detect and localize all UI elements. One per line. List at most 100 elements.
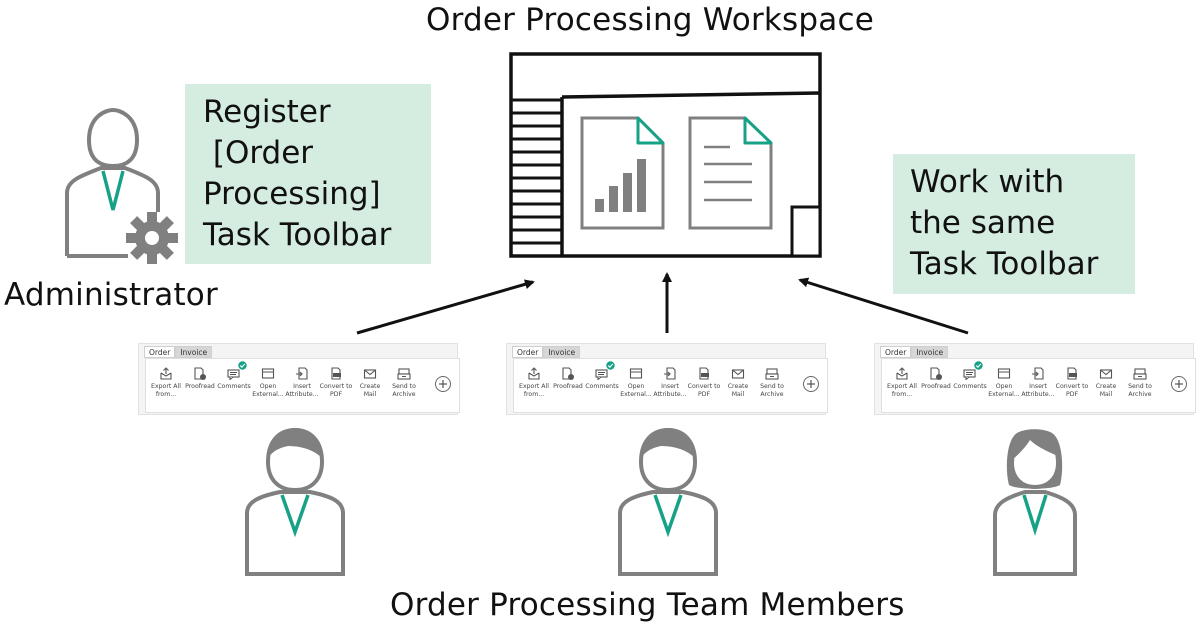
same-toolbar-note: Work with the same Task Toolbar	[893, 154, 1135, 294]
proofread-icon	[194, 367, 206, 380]
insert-attribute-button[interactable]: Insert Attribute...	[652, 359, 688, 414]
add-toolbar-item-button[interactable]	[435, 376, 451, 392]
insert-attribute-label: Insert Attribute...	[285, 383, 319, 398]
export-all-label: Export All from...	[887, 383, 917, 398]
create-mail-button[interactable]: Create Mail	[720, 359, 756, 414]
arrow-left	[356, 279, 535, 335]
archive-icon	[397, 368, 411, 380]
gear-icon	[126, 212, 178, 264]
proofread-icon	[930, 367, 942, 380]
open-external-button[interactable]: Open External...	[250, 359, 286, 414]
tab-invoice[interactable]: Invoice	[175, 346, 213, 358]
convert-to-pdf-button[interactable]: Convert to PDF	[686, 359, 722, 414]
toolbar-tabs: Order Invoice	[880, 346, 949, 358]
insert-attribute-icon	[296, 367, 308, 380]
add-toolbar-item-button[interactable]	[1171, 376, 1187, 392]
task-toolbar: Order Invoice Export All from... Proofre…	[138, 343, 460, 415]
tab-order[interactable]: Order	[144, 346, 176, 358]
team-member-icon	[245, 427, 345, 576]
text-document-icon	[688, 116, 773, 230]
convert-to-pdf-label: Convert to PDF	[687, 383, 721, 398]
comments-icon	[227, 369, 240, 380]
comments-icon	[595, 369, 608, 380]
open-external-icon	[261, 368, 275, 379]
toolbar-tabs: Order Invoice	[512, 346, 581, 358]
open-external-button[interactable]: Open External...	[618, 359, 654, 414]
workspace-title: Order Processing Workspace	[426, 2, 874, 38]
tab-order[interactable]: Order	[880, 346, 912, 358]
comments-label: Comments	[585, 383, 619, 390]
register-note-line: [Order	[203, 135, 314, 171]
open-external-label: Open External...	[620, 383, 652, 398]
add-toolbar-item-button[interactable]	[803, 376, 819, 392]
export-all-label: Export All from...	[151, 383, 181, 398]
open-external-button[interactable]: Open External...	[986, 359, 1022, 414]
send-to-archive-label: Send to Archive	[392, 383, 416, 398]
proofread-button[interactable]: Proofread	[550, 359, 586, 414]
arrow-right	[798, 277, 969, 335]
task-toolbar: Order Invoice Export All from... Proofre…	[506, 343, 828, 415]
insert-attribute-icon	[1032, 367, 1044, 380]
proofread-label: Proofread	[921, 383, 951, 390]
comments-button[interactable]: Comments	[952, 359, 988, 414]
register-note-line: Task Toolbar	[203, 217, 392, 253]
team-member-icon	[993, 429, 1077, 576]
proofread-button[interactable]: Proofread	[182, 359, 218, 414]
archive-icon	[765, 368, 779, 380]
send-to-archive-button[interactable]: Send to Archive	[754, 359, 790, 414]
tab-invoice[interactable]: Invoice	[911, 346, 949, 358]
convert-to-pdf-button[interactable]: Convert to PDF	[1054, 359, 1090, 414]
comments-button[interactable]: Comments	[584, 359, 620, 414]
send-to-archive-label: Send to Archive	[760, 383, 784, 398]
create-mail-label: Create Mail	[1095, 383, 1117, 398]
register-note: Register [Order Processing] Task Toolbar	[185, 84, 431, 264]
plus-icon	[1175, 380, 1183, 388]
mail-icon	[363, 369, 377, 379]
comments-button[interactable]: Comments	[216, 359, 252, 414]
same-toolbar-note-line: Task Toolbar	[910, 246, 1099, 282]
export-all-label: Export All from...	[519, 383, 549, 398]
export-icon	[528, 367, 540, 380]
send-to-archive-label: Send to Archive	[1128, 383, 1152, 398]
convert-to-pdf-button[interactable]: Convert to PDF	[318, 359, 354, 414]
create-mail-button[interactable]: Create Mail	[1088, 359, 1124, 414]
insert-attribute-label: Insert Attribute...	[1021, 383, 1055, 398]
send-to-archive-button[interactable]: Send to Archive	[386, 359, 422, 414]
insert-attribute-button[interactable]: Insert Attribute...	[1020, 359, 1056, 414]
workspace-window-icon	[509, 52, 822, 258]
archive-icon	[1133, 368, 1147, 380]
mail-icon	[731, 369, 745, 379]
open-external-label: Open External...	[988, 383, 1020, 398]
check-badge-icon	[238, 361, 247, 370]
create-mail-label: Create Mail	[727, 383, 749, 398]
convert-pdf-icon	[1067, 367, 1077, 380]
proofread-icon	[562, 367, 574, 380]
export-all-button[interactable]: Export All from...	[516, 359, 552, 414]
mail-icon	[1099, 369, 1113, 379]
tab-invoice[interactable]: Invoice	[543, 346, 581, 358]
open-external-icon	[997, 368, 1011, 379]
export-all-button[interactable]: Export All from...	[884, 359, 920, 414]
comments-icon	[963, 369, 976, 380]
export-all-button[interactable]: Export All from...	[148, 359, 184, 414]
proofread-label: Proofread	[185, 383, 215, 390]
convert-to-pdf-label: Convert to PDF	[1055, 383, 1089, 398]
check-badge-icon	[974, 361, 983, 370]
send-to-archive-button[interactable]: Send to Archive	[1122, 359, 1158, 414]
export-icon	[160, 367, 172, 380]
chart-document-icon	[580, 116, 665, 230]
convert-pdf-icon	[331, 367, 341, 380]
open-external-icon	[629, 368, 643, 379]
comments-label: Comments	[953, 383, 987, 390]
tab-order[interactable]: Order	[512, 346, 544, 358]
same-toolbar-note-line: Work with	[910, 164, 1065, 200]
administrator-label: Administrator	[4, 277, 218, 313]
insert-attribute-button[interactable]: Insert Attribute...	[284, 359, 320, 414]
convert-to-pdf-label: Convert to PDF	[319, 383, 353, 398]
proofread-button[interactable]: Proofread	[918, 359, 954, 414]
team-member-icon	[618, 427, 718, 576]
create-mail-button[interactable]: Create Mail	[352, 359, 388, 414]
plus-icon	[439, 380, 447, 388]
comments-label: Comments	[217, 383, 251, 390]
